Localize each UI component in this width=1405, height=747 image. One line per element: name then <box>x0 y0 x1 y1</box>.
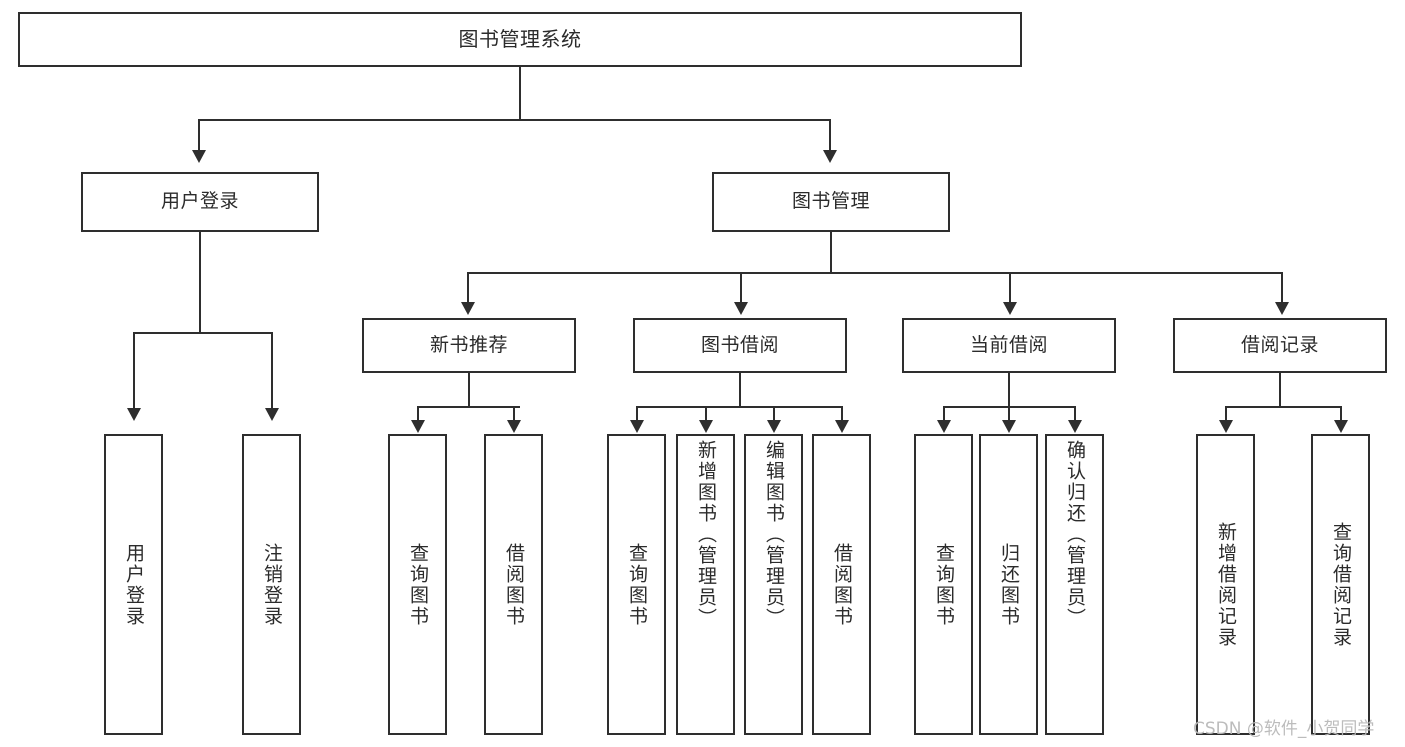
leaf-current-confirm-return[interactable]: 确认归还（管理员） <box>1045 434 1104 735</box>
leaf-new-borrow-book[interactable]: 借阅图书 <box>484 434 543 735</box>
connector-borrow-to-leaf1 <box>636 406 638 424</box>
connector-record-bar <box>1225 406 1341 408</box>
arrow-user-to-leaf2 <box>265 408 279 421</box>
node-label: 图书管理系统 <box>458 27 582 51</box>
leaf-user-login[interactable]: 用户登录 <box>104 434 163 735</box>
arrow-current-to-leaf1 <box>937 420 951 433</box>
connector-current-stem <box>1008 373 1010 407</box>
arrow-root-to-user <box>192 150 206 163</box>
leaf-label: 新增借阅记录 <box>1215 521 1237 648</box>
connector-user-to-leaf1 <box>133 332 135 410</box>
leaf-label: 借阅图书 <box>503 542 525 627</box>
watermark-text: CSDN @软件_小贺同学 <box>1193 719 1375 739</box>
arrow-user-to-leaf1 <box>127 408 141 421</box>
connector-current-to-leaf2 <box>1008 406 1010 424</box>
arrow-borrow-to-leaf3 <box>767 420 781 433</box>
leaf-label: 用户登录 <box>123 542 145 627</box>
csdn-watermark: CSDN @软件_小贺同学 <box>1193 714 1374 739</box>
node-current-borrow[interactable]: 当前借阅 <box>902 318 1116 373</box>
leaf-label: 查询图书 <box>933 542 955 627</box>
leaf-label: 归还图书 <box>998 542 1020 627</box>
connector-root-to-bookmgmt <box>829 119 831 152</box>
node-label: 图书管理 <box>791 190 870 213</box>
leaf-borrow-add-book[interactable]: 新增图书（管理员） <box>676 434 735 735</box>
arrow-current-to-leaf3 <box>1068 420 1082 433</box>
leaf-borrow-query-book[interactable]: 查询图书 <box>607 434 666 735</box>
connector-user-to-leaf2 <box>271 332 273 410</box>
connector-current-to-leaf3 <box>1074 406 1076 424</box>
connector-user-bar <box>133 332 272 334</box>
leaf-record-query[interactable]: 查询借阅记录 <box>1311 434 1370 735</box>
connector-new-to-leaf1 <box>417 406 419 424</box>
arrow-borrow-to-leaf4 <box>835 420 849 433</box>
node-root-system[interactable]: 图书管理系统 <box>18 12 1022 67</box>
node-label: 图书借阅 <box>700 333 779 356</box>
connector-bookmgmt-to-new <box>467 272 469 304</box>
connector-bookmgmt-to-borrow <box>740 272 742 304</box>
node-label: 新书推荐 <box>429 333 508 356</box>
connector-borrow-to-leaf3 <box>773 406 775 424</box>
node-user-login[interactable]: 用户登录 <box>81 172 319 232</box>
connector-record-to-leaf2 <box>1340 406 1342 424</box>
leaf-label: 注销登录 <box>261 542 283 627</box>
node-label: 借阅记录 <box>1240 333 1319 356</box>
arrow-new-to-leaf1 <box>411 420 425 433</box>
arrow-bookmgmt-to-record <box>1275 302 1289 315</box>
leaf-user-logout[interactable]: 注销登录 <box>242 434 301 735</box>
arrow-root-to-bookmgmt <box>823 150 837 163</box>
leaf-new-query-book[interactable]: 查询图书 <box>388 434 447 735</box>
connector-borrow-to-leaf4 <box>841 406 843 424</box>
connector-record-to-leaf1 <box>1225 406 1227 424</box>
connector-current-to-leaf1 <box>943 406 945 424</box>
leaf-borrow-edit-book[interactable]: 编辑图书（管理员） <box>744 434 803 735</box>
arrow-current-to-leaf2 <box>1002 420 1016 433</box>
arrow-bookmgmt-to-new <box>461 302 475 315</box>
connector-user-stem <box>199 232 201 333</box>
arrow-bookmgmt-to-borrow <box>734 302 748 315</box>
leaf-label: 借阅图书 <box>831 542 853 627</box>
leaf-label: 确认归还（管理员） <box>1064 440 1086 629</box>
node-label: 当前借阅 <box>969 333 1048 356</box>
leaf-label: 查询图书 <box>407 542 429 627</box>
arrow-borrow-to-leaf2 <box>699 420 713 433</box>
connector-borrow-stem <box>739 373 741 407</box>
node-book-management[interactable]: 图书管理 <box>712 172 950 232</box>
leaf-borrow-borrow-book[interactable]: 借阅图书 <box>812 434 871 735</box>
leaf-current-return-book[interactable]: 归还图书 <box>979 434 1038 735</box>
leaf-label: 查询借阅记录 <box>1330 521 1352 648</box>
connector-new-to-leaf2 <box>513 406 515 424</box>
connector-bookmgmt-stem <box>830 232 832 273</box>
connector-new-bar <box>417 406 520 408</box>
node-label: 用户登录 <box>160 190 239 213</box>
leaf-current-query-book[interactable]: 查询图书 <box>914 434 973 735</box>
connector-borrow-bar <box>636 406 842 408</box>
connector-root-stem <box>519 67 521 120</box>
connector-root-to-user <box>198 119 200 152</box>
leaf-record-add[interactable]: 新增借阅记录 <box>1196 434 1255 735</box>
node-book-borrow[interactable]: 图书借阅 <box>633 318 847 373</box>
arrow-borrow-to-leaf1 <box>630 420 644 433</box>
arrow-bookmgmt-to-current <box>1003 302 1017 315</box>
arrow-record-to-leaf2 <box>1334 420 1348 433</box>
leaf-label: 新增图书（管理员） <box>695 440 717 629</box>
node-new-book-recommend[interactable]: 新书推荐 <box>362 318 576 373</box>
connector-bookmgmt-to-record <box>1281 272 1283 304</box>
leaf-label: 查询图书 <box>626 542 648 627</box>
arrow-new-to-leaf2 <box>507 420 521 433</box>
connector-root-bar <box>198 119 831 121</box>
connector-borrow-to-leaf2 <box>705 406 707 424</box>
arrow-record-to-leaf1 <box>1219 420 1233 433</box>
connector-bookmgmt-bar <box>467 272 1282 274</box>
node-borrow-record[interactable]: 借阅记录 <box>1173 318 1387 373</box>
leaf-label: 编辑图书（管理员） <box>763 440 785 629</box>
connector-bookmgmt-to-current <box>1009 272 1011 304</box>
connector-record-stem <box>1279 373 1281 407</box>
connector-new-stem <box>468 373 470 407</box>
